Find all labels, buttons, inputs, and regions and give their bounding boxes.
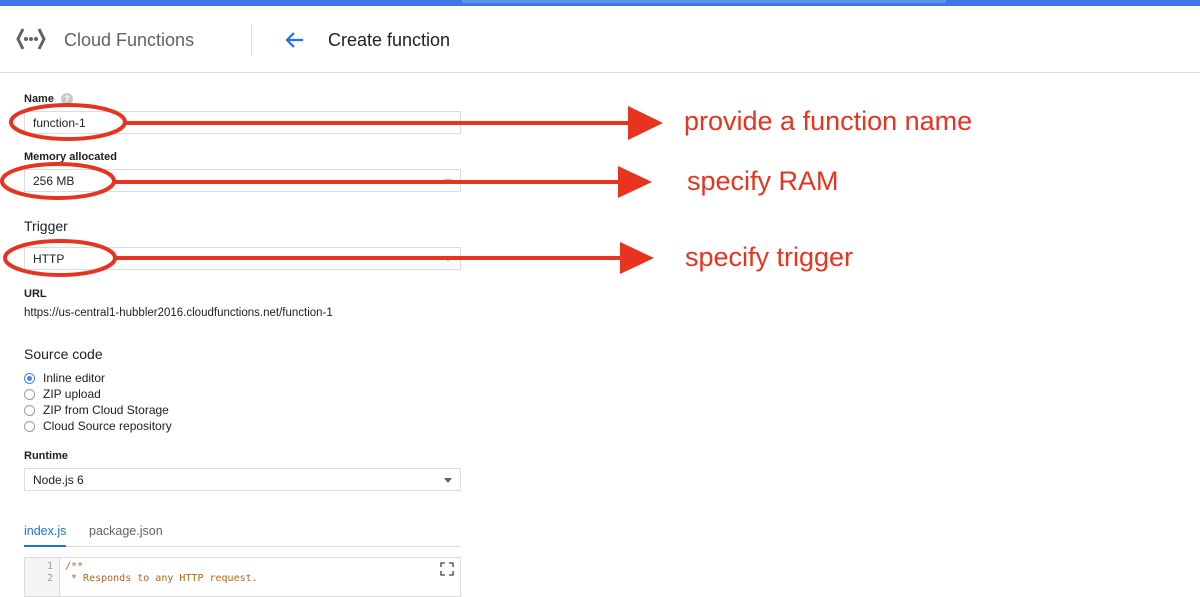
function-url: https://us-central1-hubbler2016.cloudfun…	[24, 307, 333, 319]
name-input-value: function-1	[33, 116, 86, 130]
radio-unchecked-icon[interactable]	[24, 388, 35, 400]
code-line: /**	[65, 561, 84, 572]
radio-unchecked-icon[interactable]	[24, 420, 35, 432]
trigger-select[interactable]: HTTP	[24, 247, 461, 270]
memory-label: Memory allocated	[24, 151, 117, 163]
source-option-cloud-source-repository[interactable]: Cloud Source repository	[24, 418, 172, 434]
source-option-label: Inline editor	[43, 371, 106, 385]
runtime-select-value: Node.js 6	[33, 473, 84, 487]
source-option-zip-cloud-storage[interactable]: ZIP from Cloud Storage	[24, 402, 169, 418]
runtime-label: Runtime	[24, 450, 68, 462]
arrowhead-memory	[618, 166, 652, 198]
fullscreen-icon[interactable]	[440, 562, 454, 576]
help-icon[interactable]: ?	[61, 93, 73, 105]
line-number-gutter: 1 2	[25, 558, 60, 596]
source-option-zip-upload[interactable]: ZIP upload	[24, 386, 101, 402]
name-input[interactable]: function-1	[24, 111, 461, 134]
search-bar-edge[interactable]	[462, 0, 946, 3]
source-option-inline-editor[interactable]: Inline editor	[24, 370, 105, 386]
trigger-label: Trigger	[24, 218, 68, 234]
source-option-label: ZIP from Cloud Storage	[43, 403, 169, 417]
code-line: * Responds to any HTTP request.	[65, 573, 258, 584]
source-option-label: ZIP upload	[43, 387, 101, 401]
active-tab-indicator	[24, 545, 66, 547]
line-number: 1	[46, 561, 53, 572]
tab-index-js[interactable]: index.js	[24, 524, 67, 538]
cloud-functions-logo-icon	[16, 28, 46, 50]
trigger-select-value: HTTP	[33, 252, 65, 266]
memory-select[interactable]: 256 MB	[24, 169, 461, 192]
chevron-down-icon	[444, 257, 452, 262]
radio-unchecked-icon[interactable]	[24, 404, 35, 416]
runtime-select[interactable]: Node.js 6	[24, 468, 461, 491]
annotation-name-note: provide a function name	[684, 106, 973, 136]
name-label: Name	[24, 93, 54, 105]
memory-select-value: 256 MB	[33, 174, 75, 188]
editor-tabs: index.js package.json	[24, 520, 461, 547]
source-option-label: Cloud Source repository	[43, 419, 172, 433]
top-app-bar	[0, 0, 1200, 6]
chevron-down-icon	[444, 478, 452, 483]
arrowhead-trigger	[620, 242, 654, 274]
annotation-trigger-note: specify trigger	[685, 242, 854, 272]
page-header: Cloud Functions Create function	[0, 6, 1200, 73]
back-arrow-icon[interactable]	[281, 28, 307, 52]
chevron-down-icon	[444, 179, 452, 184]
url-label: URL	[24, 288, 47, 300]
code-editor[interactable]: 1 2 /** * Responds to any HTTP request.	[24, 557, 461, 597]
annotation-ram-note: specify RAM	[687, 166, 839, 196]
source-code-label: Source code	[24, 346, 103, 362]
line-number: 2	[46, 573, 53, 584]
tab-package-json[interactable]: package.json	[89, 524, 163, 538]
arrowhead-name	[628, 106, 663, 140]
header-divider	[251, 24, 252, 56]
radio-checked-icon[interactable]	[24, 372, 35, 384]
page-title: Create function	[328, 30, 451, 50]
product-name[interactable]: Cloud Functions	[64, 30, 195, 50]
